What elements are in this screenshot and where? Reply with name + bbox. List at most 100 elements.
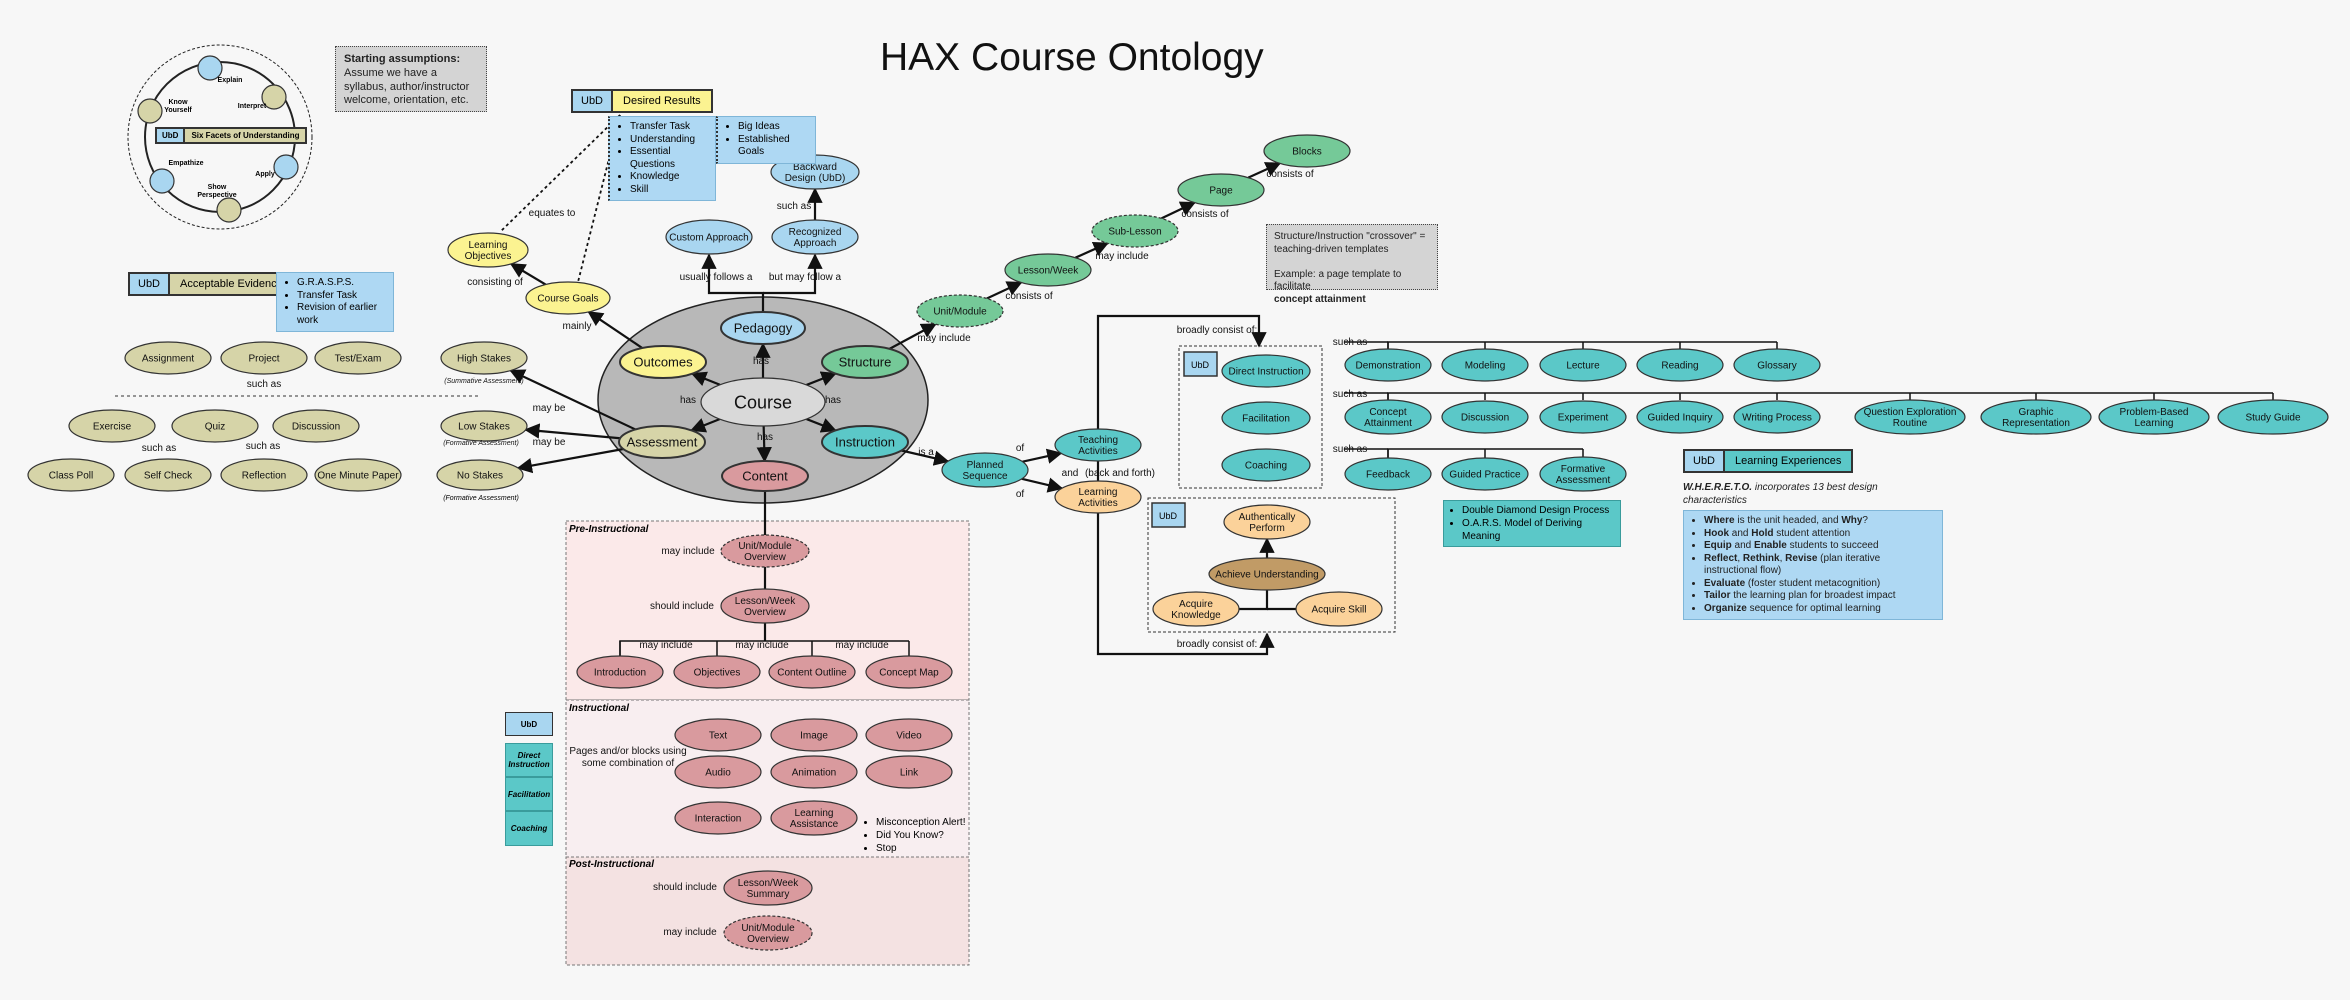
node-label: Content [742,469,788,484]
edge-pedagogy-recognized [763,253,823,295]
desired-results-tag: UbD Desired Results [571,89,713,113]
node-label: Discussion [1461,413,1509,424]
node-label: Audio [705,768,731,779]
node-label: Demonstration [1355,361,1420,372]
node-label: Objectives [694,668,741,679]
facet-circle [261,84,287,110]
node-label: Direct Instruction [1228,367,1303,378]
learning-activities-box [1147,497,1396,633]
crossover-note: Structure/Instruction "crossover" = teac… [1266,224,1438,305]
assumptions-note: Starting assumptions: Assume we have a s… [335,46,487,112]
edge-label-l_suchas1: such as [777,201,811,212]
legend-direct-instruction: Direct Instruction [505,743,553,777]
node-intro: Introduction [576,655,664,689]
node-label: Guided Inquiry [1647,413,1712,424]
legend-coaching: Coaching [505,811,553,846]
edge-label-l_mayinclude4: may include [639,640,693,651]
list-item: Hook and Hold student attention [1704,528,1934,541]
edge-label-l_has4: has [757,432,773,443]
facet-label: Apply [255,171,275,178]
bracket-concept-row [1387,392,2273,400]
edge-planned-learning [1021,477,1064,493]
node-writing: Writing Process [1733,400,1821,434]
edge-label-l_consisting: consisting of [467,277,523,288]
node-guidedprac: Guided Practice [1441,457,1529,491]
node-label: Assessment [627,435,698,450]
edge-label-l_of2: of [1016,489,1025,500]
node-lowstakes: Low Stakes [440,410,528,442]
edge-label-l_mayinclude2: may include [1095,251,1149,262]
node-custom: Custom Approach [665,219,753,255]
edge-label-l_backforth: (back and forth) [1085,468,1155,479]
section-title-inst: Instructional [569,703,630,714]
six-facets-tag: UbD Six Facets of Understanding [155,127,308,144]
edge-label-l_mainly: mainly [563,321,592,332]
node-acqskill: Acquire Skill [1295,591,1383,627]
node-label: Video [896,731,922,742]
node-label: Reading [1661,361,1698,372]
node-label: Class Poll [49,471,93,482]
node-interaction: Interaction [674,801,762,835]
edge-label-l_butmay: but may follow a [769,272,842,283]
legend-facilitation: Facilitation [505,777,553,811]
node-link: Link [865,755,953,789]
node-label: Outcomes [633,355,693,370]
list-item: Reflect, Rethink, Revise (plan iterative… [1704,553,1934,578]
node-label: Concept Map [879,668,939,679]
node-label: Structure [839,355,892,370]
node-lecture: Lecture [1539,348,1627,382]
edge-label-l_mayinclude1: may include [917,333,971,344]
edge-label-l_formative2: (Formative Assessment) [443,495,519,502]
edge-label-l_mayinclude6: may include [835,640,889,651]
edge-assessment-nostakes [516,447,624,474]
list-item: Knowledge [630,171,707,184]
whereto-acronym: W.H.E.R.E.T.O. [1683,482,1753,493]
edge-course-outcomes [690,371,721,387]
node-image: Image [770,718,858,752]
edge-label-l_shouldinclude2: should include [653,882,717,893]
whereto-heading: W.H.E.R.E.T.O. incorporates 13 best desi… [1683,482,1943,507]
node-modeling: Modeling [1441,348,1529,382]
node-label: Lesson/Week [1018,266,1079,277]
edge-label-l_maybe1: may be [533,403,566,414]
node-exercise: Exercise [68,409,156,443]
edge-label-l_suchas2: such as [247,379,281,390]
edge-outcomes-coursegoals [587,311,643,349]
edge-lessonweek-sublesson [1075,241,1109,259]
node-experiment: Experiment [1539,400,1627,434]
edge-course-instruction [806,418,837,433]
node-blocks: Blocks [1263,134,1351,168]
edge-label-l_suchas3: such as [142,443,176,454]
node-label: Unit/Module [933,307,987,318]
acceptable-evidence-label: Acceptable Evidence [170,272,295,296]
acceptable-evidence-tag: UbD Acceptable Evidence [128,272,295,296]
facet-circle [197,55,223,81]
edge-label-l_suchas4: such as [246,441,280,452]
teaching-activities-box [1178,345,1323,489]
edge-label-l_has3: has [825,395,841,406]
facet-circle [216,197,242,223]
edge-label-l_equates: equates to [529,208,576,219]
node-label: Facilitation [1242,414,1290,425]
whereto-panel: W.H.E.R.E.T.O. incorporates 13 best desi… [1683,482,1943,620]
node-label: Study Guide [2245,413,2300,424]
node-label: Exercise [93,422,132,433]
edge-assessment-highstakes [509,369,636,431]
node-label: Instruction [835,435,895,450]
ubd-badge-teaching [1183,351,1218,377]
node-label: Blocks [1292,147,1321,158]
